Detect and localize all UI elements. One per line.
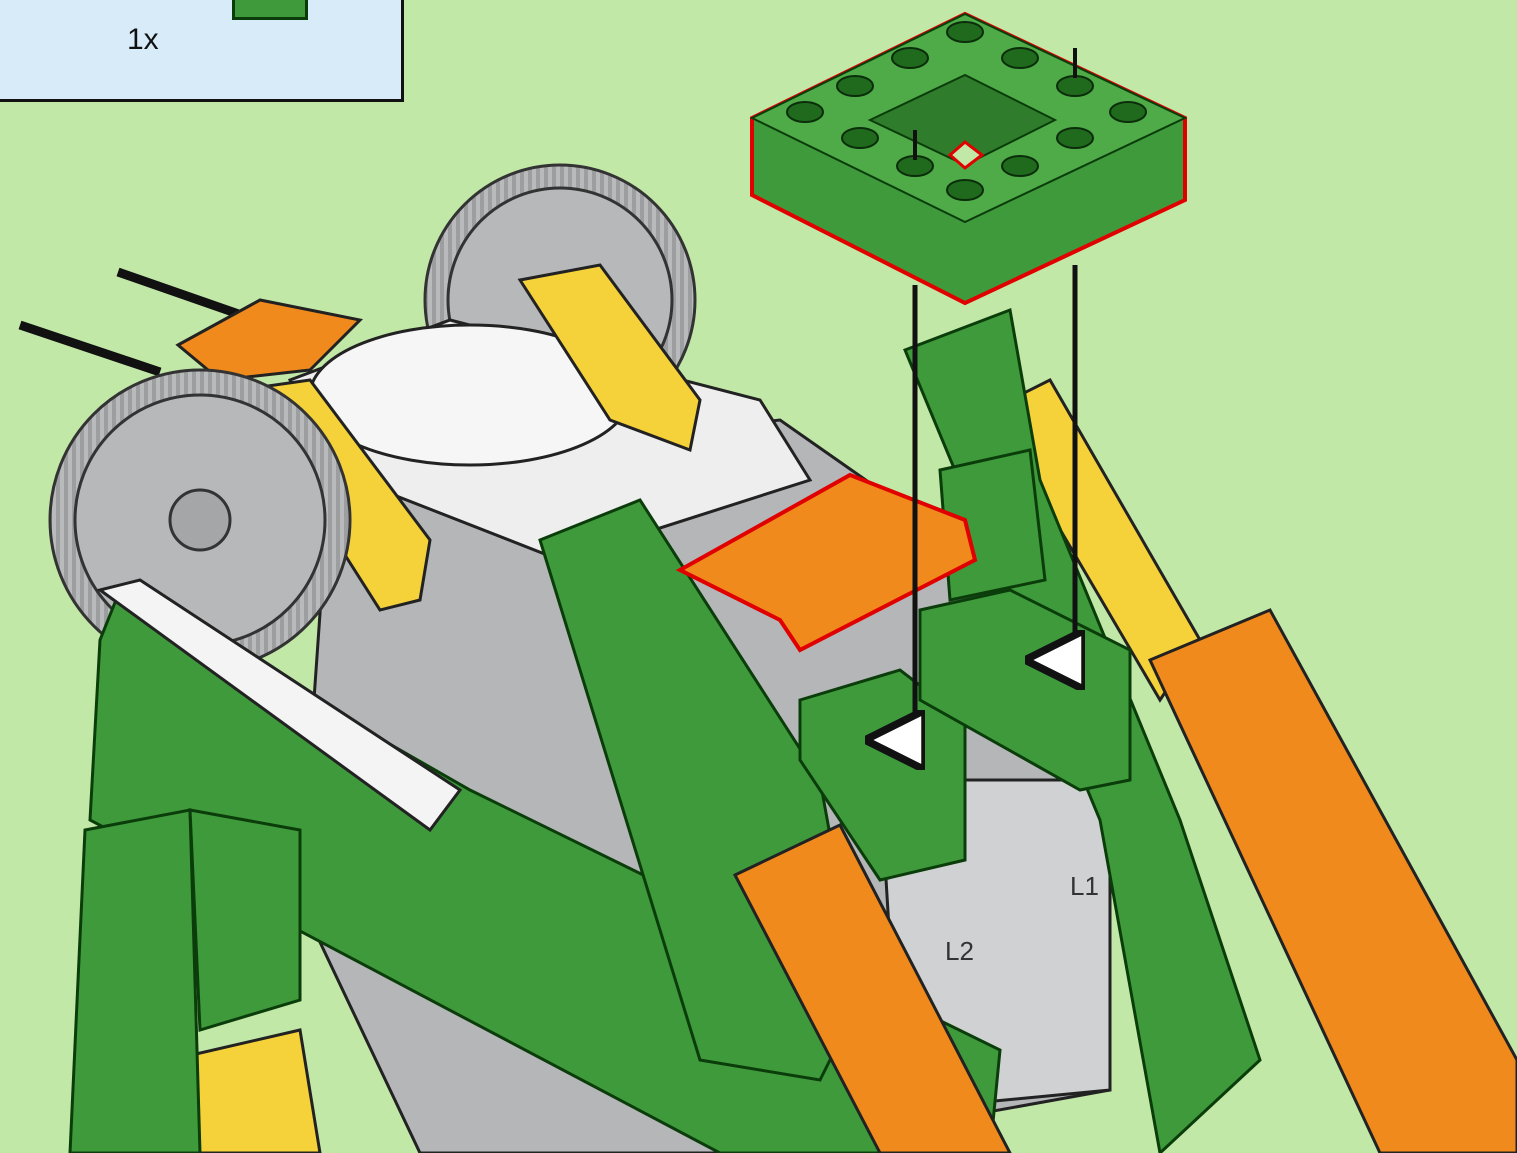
port-label-l2: L2 [945, 936, 974, 966]
new-green-frame-brick [752, 14, 1185, 303]
port-label-l1: L1 [1070, 871, 1099, 901]
